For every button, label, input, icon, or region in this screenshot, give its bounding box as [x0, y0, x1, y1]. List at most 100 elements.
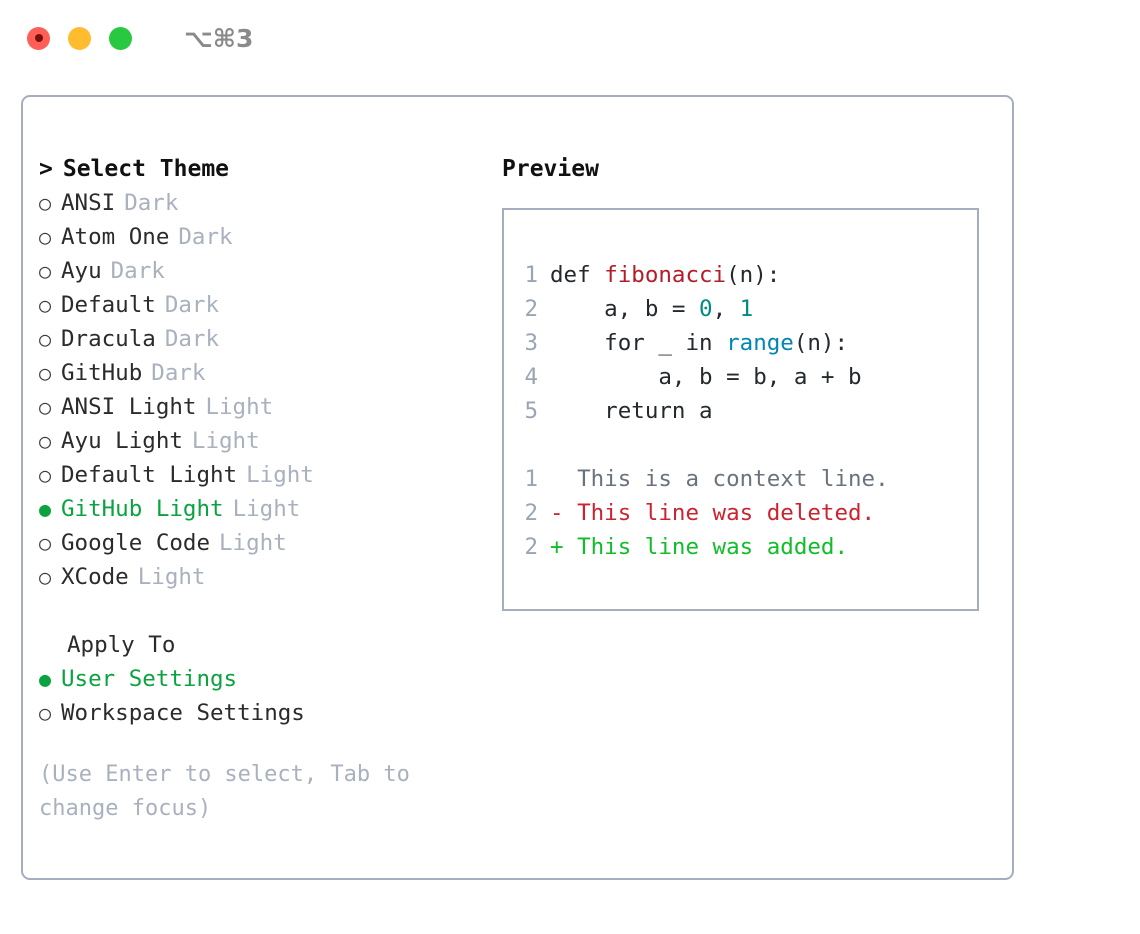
theme-variant-tag: Dark	[164, 326, 220, 352]
list-spacer	[39, 594, 489, 628]
theme-name: Google Code	[61, 530, 211, 556]
theme-variant-tag: Light	[246, 462, 314, 488]
code-text: a, b = b, a + b	[550, 360, 862, 394]
code-token-plain: def	[550, 262, 605, 288]
diff-text: + This line was added.	[550, 530, 848, 564]
theme-name: GitHub Light	[61, 496, 224, 522]
window-title: ⌥⌘3	[184, 23, 254, 53]
diff-marker	[550, 462, 564, 496]
radio-unselected-icon[interactable]: ○	[39, 531, 52, 555]
radio-unselected-icon[interactable]: ○	[39, 327, 52, 351]
theme-name: Dracula	[61, 326, 156, 352]
theme-list-item[interactable]: ○ Dracula Dark	[39, 322, 489, 356]
theme-name: ANSI Light	[61, 394, 197, 420]
line-number: 5	[524, 398, 538, 424]
traffic-light-buttons	[27, 26, 132, 50]
preview-title: Preview	[502, 156, 599, 182]
radio-unselected-icon[interactable]: ○	[39, 225, 52, 249]
radio-unselected-icon[interactable]: ○	[39, 361, 52, 385]
radio-unselected-icon[interactable]: ○	[39, 395, 52, 419]
line-number: 1	[524, 466, 538, 492]
theme-list-item[interactable]: ● GitHub Light Light	[39, 492, 489, 526]
radio-selected-icon[interactable]: ●	[39, 667, 52, 691]
theme-list-item[interactable]: ○ Atom One Dark	[39, 220, 489, 254]
maximize-button[interactable]	[109, 26, 132, 50]
radio-unselected-icon[interactable]: ○	[39, 429, 52, 453]
theme-variant-tag: Light	[137, 564, 206, 590]
line-number: 4	[524, 364, 538, 390]
theme-variant-tag: Dark	[164, 292, 220, 318]
diff-content: This line was deleted.	[563, 500, 876, 526]
code-token-num: 0	[699, 296, 713, 322]
code-token-plain: a, b = b, a + b	[550, 364, 862, 390]
theme-variant-tag: Dark	[151, 360, 206, 386]
diff-line: 1 This is a context line.	[504, 462, 977, 496]
code-line: 3 for _ in range(n):	[504, 326, 977, 360]
theme-list-item[interactable]: ○ Ayu Dark	[39, 254, 489, 288]
theme-variant-tag: Dark	[110, 258, 165, 284]
apply-to-option[interactable]: ● User Settings	[39, 662, 489, 696]
code-line: 4 a, b = b, a + b	[504, 360, 977, 394]
code-text: def fibonacci(n):	[550, 258, 780, 292]
theme-variant-tag: Light	[219, 530, 287, 556]
theme-list-item[interactable]: ○ Google Code Light	[39, 526, 489, 560]
select-theme-header: > Select Theme	[39, 152, 489, 186]
apply-to-label: User Settings	[61, 666, 238, 692]
theme-list-item[interactable]: ○ Default Light Light	[39, 458, 489, 492]
radio-unselected-icon[interactable]: ○	[39, 259, 52, 283]
theme-name: Default	[61, 292, 156, 318]
diff-line: 2- This line was deleted.	[504, 496, 977, 530]
code-text: return a	[550, 394, 713, 428]
theme-name: Atom One	[61, 224, 170, 250]
theme-variant-tag: Dark	[124, 190, 179, 216]
diff-sample: 1 This is a context line.2- This line wa…	[504, 462, 977, 564]
radio-unselected-icon[interactable]: ○	[39, 701, 52, 725]
code-token-call: range	[726, 330, 794, 356]
line-number: 3	[524, 330, 538, 356]
theme-list-item[interactable]: ○ ANSI Light Light	[39, 390, 489, 424]
radio-selected-icon[interactable]: ●	[39, 497, 52, 521]
close-button[interactable]	[27, 26, 50, 50]
theme-variant-tag: Light	[232, 496, 301, 522]
theme-list-item[interactable]: ○ XCode Light	[39, 560, 489, 594]
radio-unselected-icon[interactable]: ○	[39, 191, 52, 215]
code-diff-gap	[504, 428, 977, 462]
title-bar: ⌥⌘3	[0, 0, 1140, 76]
radio-unselected-icon[interactable]: ○	[39, 565, 52, 589]
code-text: a, b = 0, 1	[550, 292, 753, 326]
theme-list-item[interactable]: ○ Default Dark	[39, 288, 489, 322]
theme-name: Default Light	[61, 462, 238, 488]
code-token-num: 1	[739, 296, 754, 322]
theme-variant-tag: Light	[191, 428, 260, 454]
apply-to-label: Workspace Settings	[61, 700, 305, 726]
minimize-button[interactable]	[68, 26, 91, 50]
theme-name: Ayu Light	[61, 428, 183, 454]
theme-list-item[interactable]: ○ Ayu Light Light	[39, 424, 489, 458]
theme-variant-tag: Dark	[178, 224, 233, 250]
radio-unselected-icon[interactable]: ○	[39, 463, 52, 487]
code-line: 5 return a	[504, 394, 977, 428]
diff-content: This line was added.	[563, 534, 849, 560]
code-token-plain: ,	[712, 296, 740, 322]
apply-to-header: Apply To	[67, 632, 176, 658]
code-token-plain: return a	[550, 398, 713, 424]
line-number: 2	[524, 534, 538, 560]
apply-to-list: ● User Settings ○ Workspace Settings	[39, 662, 489, 730]
apply-to-option[interactable]: ○ Workspace Settings	[39, 696, 489, 730]
theme-variant-tag: Light	[205, 394, 274, 420]
theme-name: XCode	[61, 564, 129, 590]
theme-name: Ayu	[61, 258, 102, 284]
diff-text: - This line was deleted.	[550, 496, 875, 530]
radio-unselected-icon[interactable]: ○	[39, 293, 52, 317]
keyboard-hint: (Use Enter to select, Tab to change focu…	[39, 762, 410, 821]
